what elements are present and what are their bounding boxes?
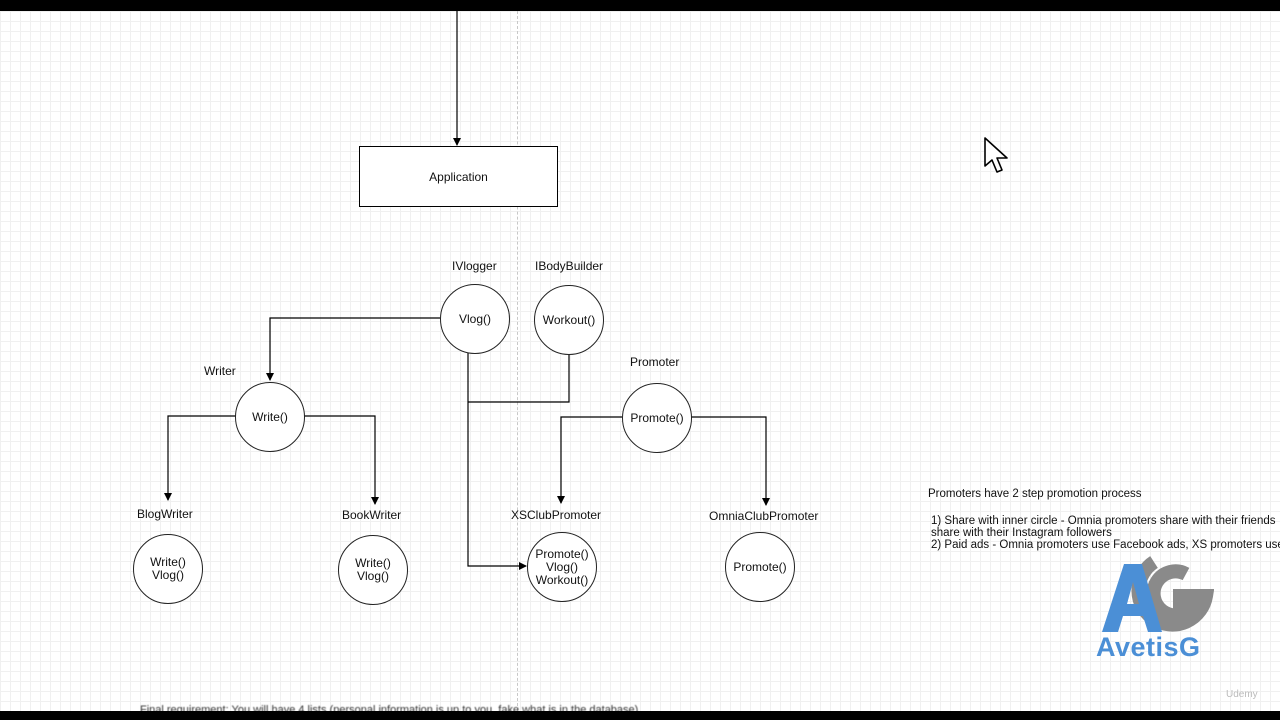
- xsclubpromoter-method-vlog: Vlog(): [545, 559, 578, 574]
- writer-method: Write(): [252, 409, 288, 424]
- edge-writer-to-bookwriter: [304, 415, 379, 505]
- bookwriter-method-vlog: Vlog(): [356, 569, 389, 583]
- ibodybuilder-node[interactable]: Workout(): [534, 285, 604, 355]
- bookwriter-method-write: Write(): [355, 556, 391, 570]
- ibodybuilder-label: IBodyBuilder: [535, 259, 604, 273]
- ivlogger-method: Vlog(): [458, 311, 491, 326]
- writer-node[interactable]: Write(): [235, 382, 305, 452]
- edge-promoter-to-xsclubpromoter: [557, 416, 622, 504]
- writer-label: Writer: [204, 364, 236, 378]
- edge-writer-to-blogwriter: [164, 415, 236, 501]
- ivlogger-label: IVlogger: [452, 259, 497, 273]
- mouse-cursor-icon: [984, 137, 1008, 173]
- center-guide-line: [517, 11, 518, 711]
- udemy-watermark: Udemy: [1226, 689, 1258, 700]
- avetisg-logo-text: AvetisG: [1096, 632, 1201, 662]
- promoter-label: Promoter: [630, 355, 680, 369]
- bookwriter-label: BookWriter: [342, 508, 402, 522]
- avetisg-logo-icon: [1102, 556, 1214, 632]
- promotion-notes[interactable]: Promoters have 2 step promotion process …: [928, 488, 1280, 551]
- ivlogger-node[interactable]: Vlog(): [440, 284, 510, 354]
- blogwriter-label: BlogWriter: [137, 507, 193, 521]
- notes-line-2: 2) Paid ads - Omnia promoters use Facebo…: [931, 539, 1280, 551]
- notes-line-1-cont: share with their Instagram followers: [931, 527, 1112, 539]
- xsclubpromoter-node[interactable]: Promote() Vlog() Workout(): [527, 532, 597, 602]
- omniaclubpromoter-method: Promote(): [733, 559, 787, 574]
- blogwriter-method-write: Write(): [150, 555, 186, 569]
- promoter-method: Promote(): [630, 410, 684, 425]
- xsclubpromoter-method-workout: Workout(): [535, 572, 589, 587]
- edge-ivlogger-to-xsclubpromoter: [467, 352, 527, 570]
- blogwriter-node[interactable]: Write() Vlog(): [133, 534, 203, 604]
- promoter-node[interactable]: Promote(): [622, 383, 692, 453]
- top-letterbox-bar: [0, 0, 1280, 11]
- bookwriter-node[interactable]: Write() Vlog(): [338, 535, 408, 605]
- edge-ivlogger-to-writer: [266, 317, 440, 381]
- edge-ibodybuilder-join: [468, 353, 570, 403]
- notes-line-1: 1) Share with inner circle - Omnia promo…: [931, 515, 1276, 527]
- notes-title: Promoters have 2 step promotion process: [928, 488, 1142, 500]
- blogwriter-method-vlog: Vlog(): [151, 568, 184, 582]
- application-box[interactable]: Application: [359, 146, 558, 207]
- diagram-canvas[interactable]: [0, 11, 1280, 711]
- xsclubpromoter-label: XSClubPromoter: [511, 508, 602, 522]
- xsclubpromoter-method-promote: Promote(): [535, 546, 589, 561]
- omniaclubpromoter-node[interactable]: Promote(): [725, 532, 795, 602]
- omniaclubpromoter-label: OmniaClubPromoter: [709, 509, 819, 523]
- bottom-letterbox-bar: [0, 711, 1280, 720]
- ibodybuilder-method: Workout(): [542, 312, 596, 327]
- edge-promoter-to-omniaclubpromoter: [690, 416, 770, 506]
